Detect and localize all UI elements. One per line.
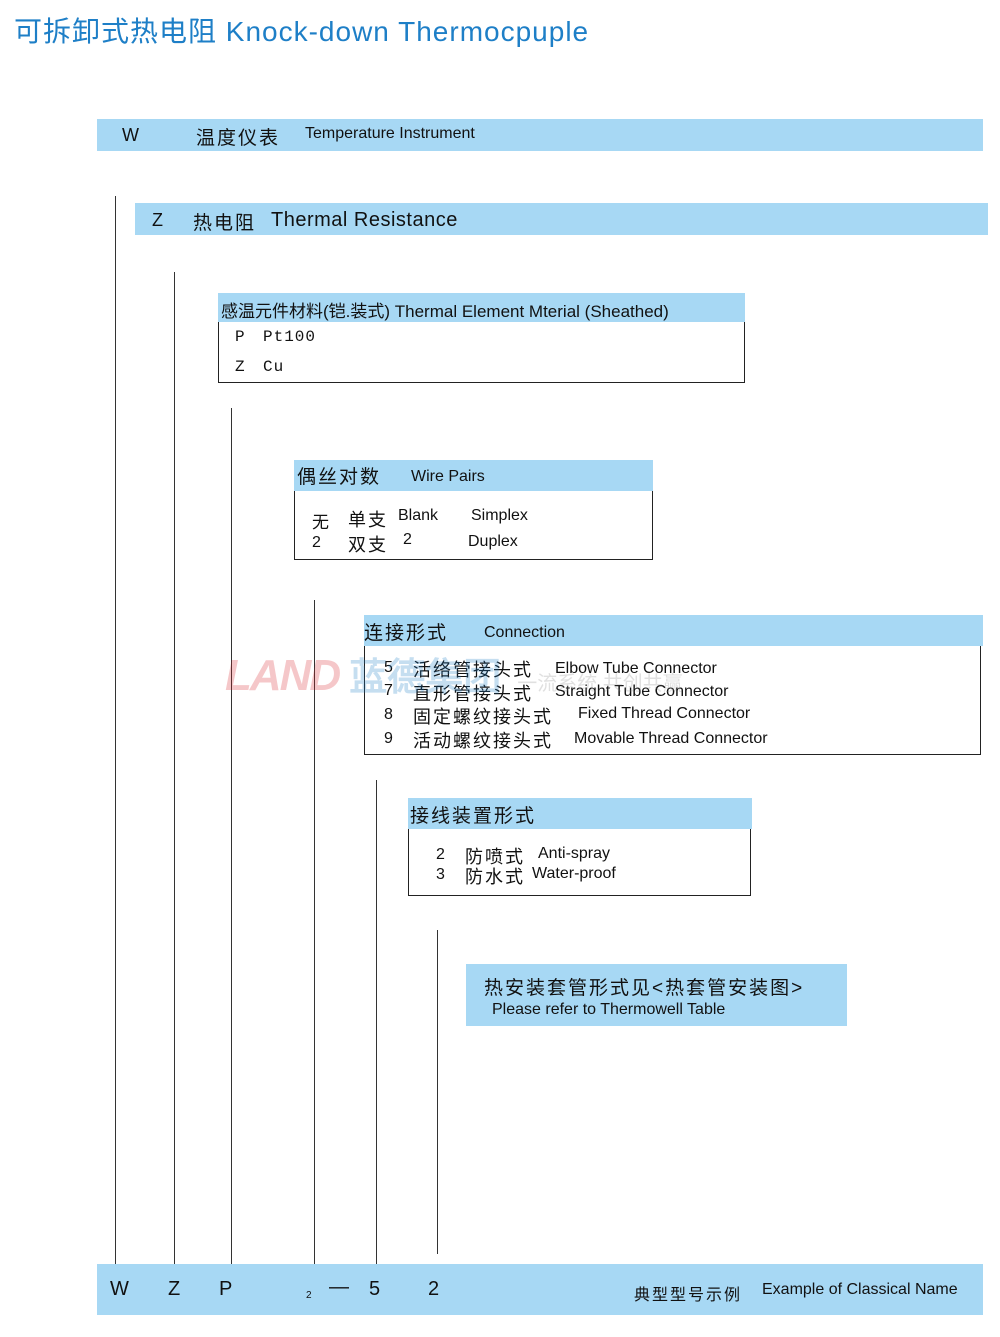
example-band [97, 1264, 983, 1315]
junction-en-water-proof: Water-proof [532, 865, 616, 882]
connection-title-en: Connection [484, 624, 565, 641]
wire-en-code-2: 2 [403, 531, 412, 548]
connection-en-fixed: Fixed Thread Connector [578, 705, 751, 722]
connector-line-w [115, 196, 116, 1264]
element-code-z: Z [235, 358, 245, 376]
z-label-en: Thermal Resistance [271, 209, 458, 231]
wire-cn-simplex: 单支 [348, 510, 388, 530]
wire-pairs-header [294, 460, 653, 491]
watermark-logo: LAND [225, 651, 341, 700]
wire-en-code-blank: Blank [398, 507, 439, 524]
element-code-p: P [235, 328, 245, 346]
example-code-w: W [110, 1278, 129, 1300]
connection-cn-movable: 活动螺纹接头式 [413, 731, 553, 751]
connection-code-5: 5 [384, 659, 393, 676]
connection-en-elbow: Elbow Tube Connector [555, 660, 717, 677]
thermowell-note [466, 964, 847, 1026]
wire-en-simplex: Simplex [471, 507, 528, 524]
element-value-cu: Cu [263, 358, 285, 376]
connection-cn-fixed: 固定螺纹接头式 [413, 707, 553, 727]
junction-code-2: 2 [436, 846, 445, 863]
connector-line-junction [437, 930, 438, 1254]
connection-en-straight: Straight Tube Connector [555, 683, 729, 700]
connection-cn-elbow: 活络管接头式 [413, 660, 533, 680]
junction-en-anti-spray: Anti-spray [538, 845, 611, 862]
w-label-en: Temperature Instrument [305, 125, 475, 142]
wire-pairs-title-en: Wire Pairs [411, 468, 485, 485]
example-code-wire: 2 [306, 1290, 312, 1301]
element-material-title: 感温元件材料(铠.装式) Thermal Element Mterial (Sh… [221, 302, 669, 321]
connector-line-element [231, 408, 232, 1264]
junction-cn-water-proof: 防水式 [465, 867, 525, 887]
w-label-cn: 温度仪表 [196, 128, 281, 149]
element-value-pt100: Pt100 [263, 328, 317, 346]
example-label-en: Example of Classical Name [762, 1281, 958, 1298]
connection-code-8: 8 [384, 706, 393, 723]
example-code-z: Z [168, 1278, 181, 1300]
example-dash: — [329, 1276, 349, 1298]
example-label-cn: 典型型号示例 [634, 1287, 743, 1304]
temperature-instrument-band [97, 119, 983, 151]
connection-code-9: 9 [384, 730, 393, 747]
junction-cn-anti-spray: 防喷式 [465, 847, 525, 867]
connector-line-z [174, 272, 175, 1264]
wire-pairs-title-cn: 偶丝对数 [297, 467, 382, 488]
z-label-cn: 热电阻 [193, 213, 257, 234]
connector-line-connection [376, 780, 377, 1264]
thermal-resistance-band [135, 203, 988, 235]
connection-header [364, 615, 983, 646]
example-code-junction: 2 [428, 1278, 440, 1300]
page-title: 可拆卸式热电阻 Knock-down Thermocpuple [14, 16, 590, 47]
example-code-p: P [219, 1278, 233, 1300]
thermowell-note-en: Please refer to Thermowell Table [492, 1001, 726, 1018]
example-code-connection: 5 [369, 1278, 381, 1300]
connection-en-movable: Movable Thread Connector [574, 730, 768, 747]
w-code: W [122, 125, 139, 145]
element-material-header [218, 293, 745, 322]
connector-line-wire [314, 600, 315, 1264]
junction-code-3: 3 [436, 866, 445, 883]
wire-code-2: 2 [312, 534, 321, 551]
connection-code-7: 7 [384, 682, 393, 699]
z-code: Z [152, 210, 163, 230]
wire-code-blank: 无 [312, 513, 329, 532]
junction-header [408, 798, 752, 829]
junction-title-cn: 接线装置形式 [410, 806, 537, 827]
wire-cn-duplex: 双支 [348, 535, 388, 555]
connection-title-cn: 连接形式 [364, 623, 449, 644]
connection-cn-straight: 直形管接头式 [413, 684, 533, 704]
wire-en-duplex: Duplex [468, 533, 518, 550]
thermowell-note-cn: 热安装套管形式见<热套管安装图> [484, 978, 805, 999]
